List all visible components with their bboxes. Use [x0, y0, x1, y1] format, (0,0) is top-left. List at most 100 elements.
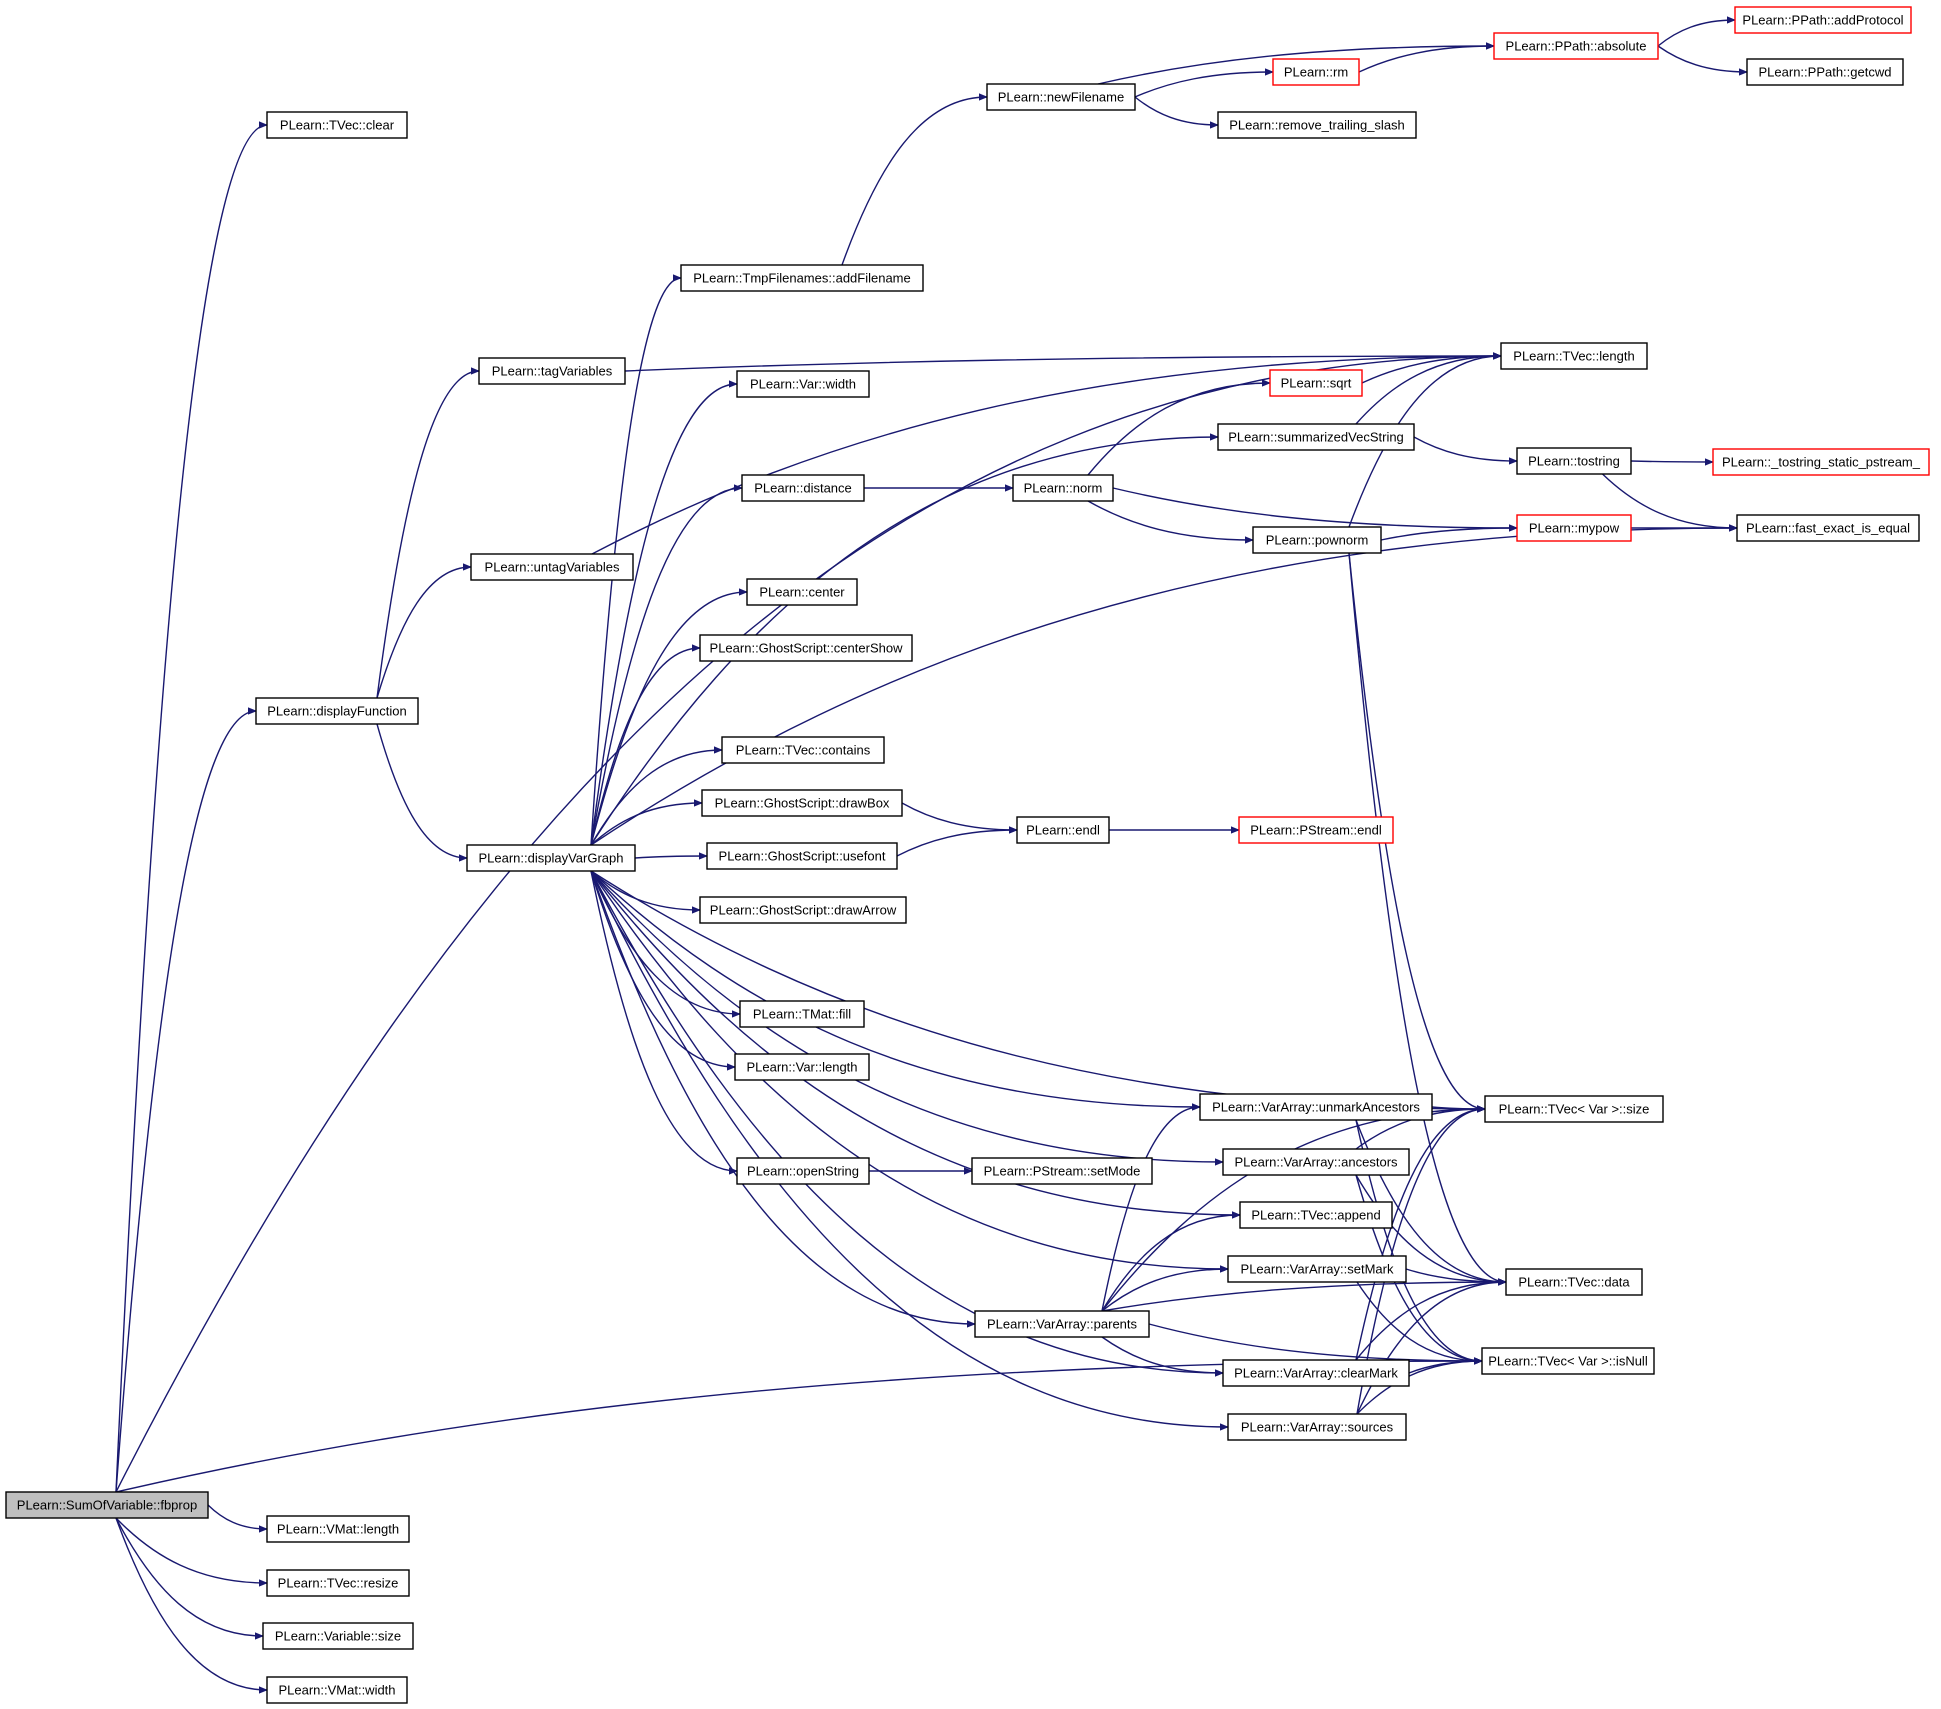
node-addFilename[interactable]: PLearn::TmpFilenames::addFilename — [680, 264, 924, 292]
edge-path — [634, 856, 707, 858]
node-openString[interactable]: PLearn::openString — [736, 1157, 870, 1185]
node-fbprop[interactable]: PLearn::SumOfVariable::fbprop — [5, 1491, 209, 1519]
node-untagVariables[interactable]: PLearn::untagVariables — [470, 553, 634, 581]
edge-ppath_absolute-to-addProtocol — [1657, 20, 1735, 47]
node-norm[interactable]: PLearn::norm — [1012, 474, 1114, 502]
edge-path — [590, 870, 1228, 1427]
node-rm[interactable]: PLearn::rm — [1272, 58, 1360, 86]
node-label: PLearn::fast_exact_is_equal — [1746, 521, 1910, 536]
node-label: PLearn::VarArray::sources — [1241, 1420, 1394, 1435]
node-variable_size[interactable]: PLearn::Variable::size — [262, 1622, 414, 1650]
node-fast_exact[interactable]: PLearn::fast_exact_is_equal — [1736, 514, 1920, 542]
edge-norm-to-mypow — [1112, 487, 1517, 528]
edge-path — [624, 356, 1501, 372]
node-tagVariables[interactable]: PLearn::tagVariables — [478, 357, 626, 385]
node-distance[interactable]: PLearn::distance — [741, 474, 865, 502]
node-unmarkAncestors[interactable]: PLearn::VarArray::unmarkAncestors — [1199, 1093, 1433, 1121]
node-label: PLearn::TVec::append — [1251, 1208, 1380, 1223]
edge-path — [590, 870, 1240, 1215]
node-setMark[interactable]: PLearn::VarArray::setMark — [1227, 1255, 1407, 1283]
node-clearMark[interactable]: PLearn::VarArray::clearMark — [1222, 1359, 1410, 1387]
edge-displayVarGraph-to-addFilename — [590, 278, 682, 846]
node-box — [1238, 816, 1394, 844]
edge-path — [1148, 1323, 1482, 1361]
edge-path — [1101, 1107, 1200, 1312]
node-ancestors[interactable]: PLearn::VarArray::ancestors — [1222, 1148, 1410, 1176]
node-setMode[interactable]: PLearn::PStream::setMode — [971, 1157, 1153, 1185]
node-label: PLearn::TVec< Var >::isNull — [1488, 1354, 1648, 1369]
node-parents[interactable]: PLearn::VarArray::parents — [974, 1310, 1150, 1338]
edge-path — [376, 723, 467, 858]
node-tvec_length[interactable]: PLearn::TVec::length — [1500, 342, 1648, 370]
node-sqrt[interactable]: PLearn::sqrt — [1269, 369, 1363, 397]
node-label: PLearn::GhostScript::centerShow — [710, 641, 904, 656]
edge-newFilename-to-remove_trailing_slash — [1134, 96, 1218, 125]
node-drawArrow[interactable]: PLearn::GhostScript::drawArrow — [699, 896, 907, 924]
node-box — [1239, 1201, 1393, 1229]
edge-path — [590, 870, 735, 1067]
edge-fbprop-to-variable_size — [115, 1517, 263, 1636]
edge-parents-to-tvecvar_isnull — [1148, 1323, 1482, 1361]
edge-path — [590, 870, 737, 1171]
node-pstream_endl[interactable]: PLearn::PStream::endl — [1238, 816, 1394, 844]
edge-path — [1405, 1268, 1506, 1282]
node-tvec_append[interactable]: PLearn::TVec::append — [1239, 1201, 1393, 1229]
node-newFilename[interactable]: PLearn::newFilename — [986, 83, 1136, 111]
node-label: PLearn::PPath::absolute — [1506, 39, 1647, 54]
edge-path — [1355, 356, 1501, 425]
node-box — [1736, 514, 1920, 542]
node-tvecvar_size[interactable]: PLearn::TVec< Var >::size — [1484, 1095, 1664, 1123]
node-ppath_absolute[interactable]: PLearn::PPath::absolute — [1493, 32, 1659, 60]
edge-tostring-to-tostring_static — [1630, 461, 1713, 462]
node-tvec_resize[interactable]: PLearn::TVec::resize — [266, 1569, 410, 1597]
node-label: PLearn::TVec::length — [1513, 349, 1634, 364]
node-addProtocol[interactable]: PLearn::PPath::addProtocol — [1734, 6, 1912, 34]
node-var_width[interactable]: PLearn::Var::width — [736, 370, 870, 398]
node-mypow[interactable]: PLearn::mypow — [1516, 514, 1632, 542]
edge-path — [115, 711, 256, 1493]
node-box — [1016, 816, 1110, 844]
node-box — [739, 1000, 865, 1028]
edge-path — [590, 870, 1200, 1107]
node-endl[interactable]: PLearn::endl — [1016, 816, 1110, 844]
node-drawBox[interactable]: PLearn::GhostScript::drawBox — [701, 789, 903, 817]
node-box — [478, 357, 626, 385]
node-tostring[interactable]: PLearn::tostring — [1516, 447, 1632, 475]
node-displayFunction[interactable]: PLearn::displayFunction — [255, 697, 419, 725]
edge-fbprop-to-tvecvar_isnull — [115, 1361, 1482, 1493]
edge-fbprop-to-displayFunction — [115, 711, 256, 1493]
node-label: PLearn::TMat::fill — [753, 1007, 851, 1022]
node-centerShow[interactable]: PLearn::GhostScript::centerShow — [699, 634, 913, 662]
edge-path — [1087, 500, 1253, 540]
node-tostring_static[interactable]: PLearn::_tostring_static_pstream_ — [1712, 448, 1930, 476]
edge-displayVarGraph-to-parents — [590, 870, 975, 1324]
edge-path — [896, 830, 1017, 857]
node-pownorm[interactable]: PLearn::pownorm — [1252, 526, 1382, 554]
node-usefont[interactable]: PLearn::GhostScript::usefont — [706, 842, 898, 870]
node-summarizedVecString[interactable]: PLearn::summarizedVecString — [1217, 423, 1415, 451]
node-label: PLearn::mypow — [1529, 521, 1620, 536]
node-tvecvar_isnull[interactable]: PLearn::TVec< Var >::isNull — [1481, 1347, 1655, 1375]
node-displayVarGraph[interactable]: PLearn::displayVarGraph — [466, 844, 636, 872]
node-label: PLearn::sqrt — [1281, 376, 1352, 391]
node-label: PLearn::center — [759, 585, 845, 600]
node-vmat_length[interactable]: PLearn::VMat::length — [266, 1515, 410, 1543]
node-var_length[interactable]: PLearn::Var::length — [734, 1053, 870, 1081]
node-label: PLearn::displayVarGraph — [478, 851, 623, 866]
node-getcwd[interactable]: PLearn::PPath::getcwd — [1746, 58, 1904, 86]
node-tmat_fill[interactable]: PLearn::TMat::fill — [739, 1000, 865, 1028]
edge-path — [1101, 1282, 1506, 1312]
node-remove_trailing_slash[interactable]: PLearn::remove_trailing_slash — [1217, 111, 1417, 139]
node-vmat_width[interactable]: PLearn::VMat::width — [266, 1676, 408, 1704]
node-sources[interactable]: PLearn::VarArray::sources — [1227, 1413, 1407, 1441]
edge-displayVarGraph-to-drawArrow — [590, 870, 700, 910]
edge-setMark-to-tvec_data — [1405, 1268, 1506, 1282]
edge-path — [1356, 1281, 1482, 1361]
node-tvec_data[interactable]: PLearn::TVec::data — [1505, 1268, 1643, 1296]
node-box — [1734, 6, 1912, 34]
node-box — [466, 844, 636, 872]
node-center[interactable]: PLearn::center — [746, 578, 858, 606]
node-contains[interactable]: PLearn::TVec::contains — [721, 736, 885, 764]
node-tvec_clear[interactable]: PLearn::TVec::clear — [266, 111, 408, 139]
